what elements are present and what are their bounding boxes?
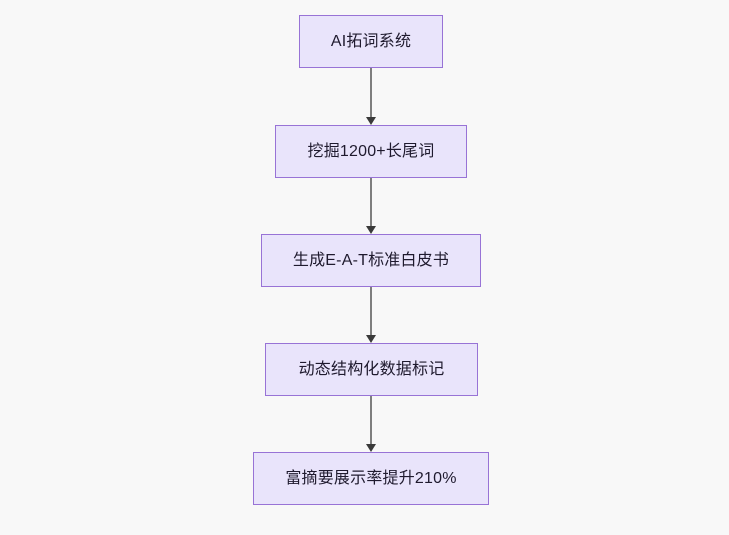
flowchart-arrowhead-n2-n3 (366, 226, 376, 234)
flowchart-edge-n4-n5 (370, 396, 372, 444)
flowchart-node-n3[interactable]: 生成E-A-T标准白皮书 (261, 234, 481, 287)
flowchart-node-label: AI拓词系统 (330, 32, 412, 50)
flowchart-node-n5[interactable]: 富摘要展示率提升210% (253, 452, 489, 505)
flowchart-node-n2[interactable]: 挖掘1200+长尾词 (275, 125, 467, 178)
flowchart-node-label: 挖掘1200+长尾词 (307, 142, 435, 160)
flowchart-edge-n1-n2 (370, 68, 372, 117)
flowchart-node-label: 富摘要展示率提升210% (285, 469, 457, 487)
flowchart-node-n1[interactable]: AI拓词系统 (299, 15, 443, 68)
flowchart-arrowhead-n3-n4 (366, 335, 376, 343)
flowchart-edge-n3-n4 (370, 287, 372, 335)
flowchart-arrowhead-n4-n5 (366, 444, 376, 452)
flowchart-node-label: 动态结构化数据标记 (298, 360, 445, 378)
flowchart-arrowhead-n1-n2 (366, 117, 376, 125)
flowchart-edge-n2-n3 (370, 178, 372, 226)
flowchart-node-label: 生成E-A-T标准白皮书 (292, 251, 450, 269)
flowchart-node-n4[interactable]: 动态结构化数据标记 (265, 343, 478, 396)
